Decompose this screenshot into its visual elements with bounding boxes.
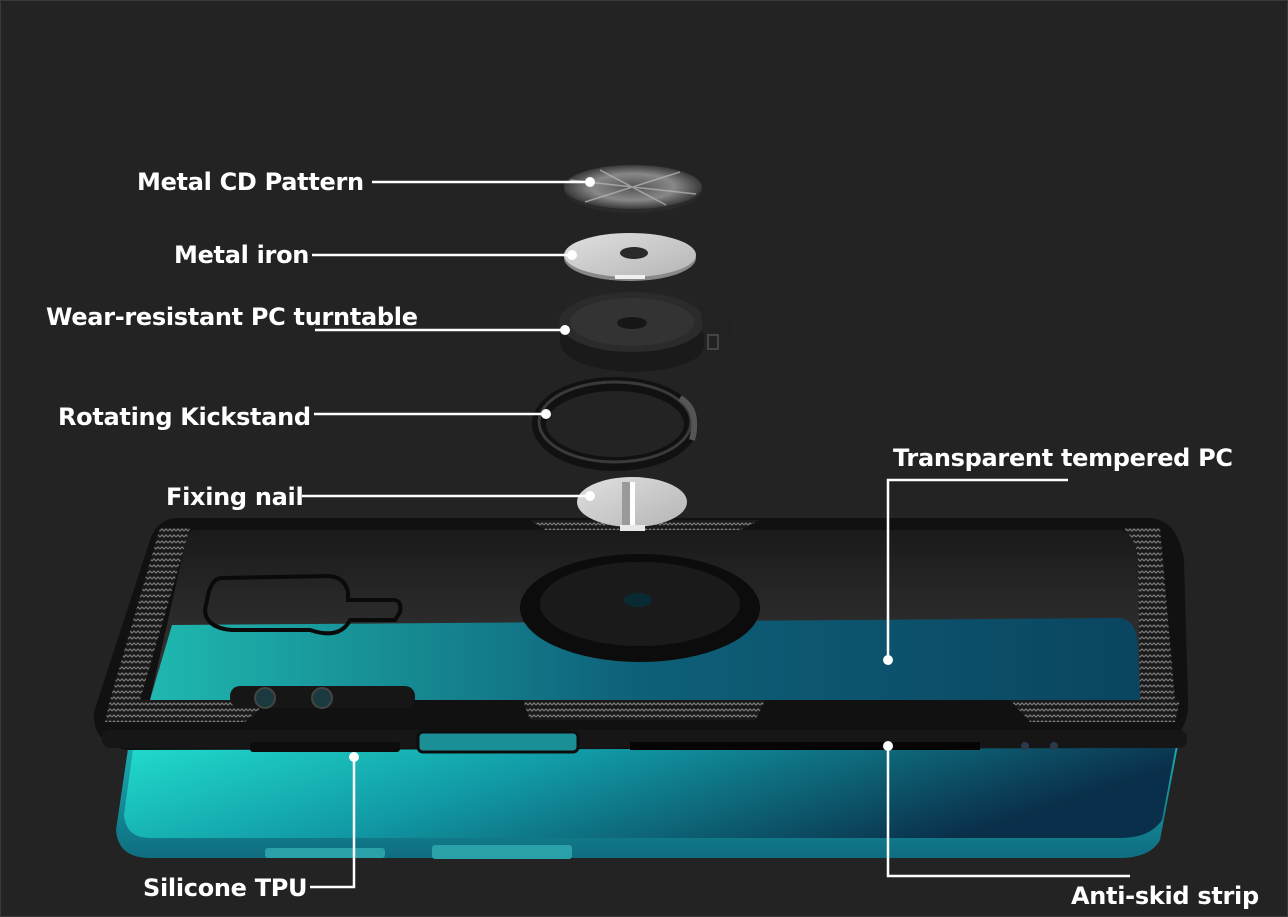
fixing-nail-part — [577, 477, 687, 531]
label-pc-turntable: Wear-resistant PC turntable — [46, 303, 418, 331]
phone-body — [116, 735, 1180, 859]
label-anti-skid-strip: Anti-skid strip — [1071, 882, 1259, 910]
label-transparent-pc: Transparent tempered PC — [893, 444, 1233, 472]
metal-iron-part — [564, 233, 696, 281]
leader-dots — [349, 177, 893, 762]
label-metal-cd-pattern: Metal CD Pattern — [137, 168, 364, 196]
label-fixing-nail: Fixing nail — [166, 483, 304, 511]
metal-cd-part — [564, 165, 702, 213]
label-silicone-tpu: Silicone TPU — [143, 874, 308, 902]
label-metal-iron: Metal iron — [174, 241, 310, 269]
kickstand-ring-part — [532, 377, 698, 471]
turntable-part — [559, 292, 732, 372]
leader-lines — [302, 180, 1130, 889]
label-rotating-kickstand: Rotating Kickstand — [58, 403, 311, 431]
phone-case — [93, 518, 1189, 754]
